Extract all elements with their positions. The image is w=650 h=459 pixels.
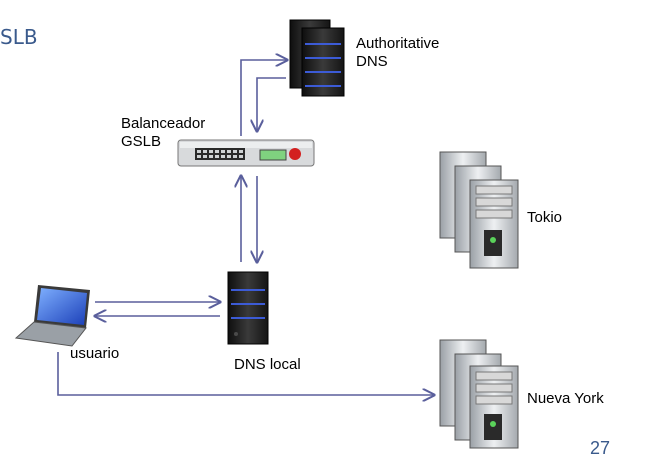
tokio-label: Tokio (527, 209, 563, 226)
gslb-label: Balanceador GSLB (121, 115, 205, 151)
arrow-auth-dns-to-gslb (257, 77, 286, 131)
dns-local-label: DNS local (234, 356, 301, 373)
tokio-server-cluster-icon (439, 151, 519, 269)
arrow-usuario-to-nueva-york (57, 352, 434, 395)
gslb-label-line1: Balanceador (121, 115, 206, 132)
usuario-label: usuario (70, 345, 120, 362)
gslb-balancer-icon (177, 139, 315, 167)
authoritative-dns-server-icon (289, 19, 345, 97)
dns-local-server-icon (227, 271, 269, 345)
arrow-gslb-to-auth-dns (240, 60, 287, 136)
gslb-label-line2: GSLB (121, 133, 162, 150)
nueva-york-server-cluster-icon (439, 339, 519, 449)
authoritative-dns-label-line2: DNS (356, 53, 388, 70)
network-diagram (14, 19, 519, 449)
authoritative-dns-label: Authoritative DNS (356, 35, 439, 71)
nueva-york-label: Nueva York (527, 390, 604, 407)
authoritative-dns-label-line1: Authoritative (356, 35, 440, 52)
slide-title: SLB (0, 25, 38, 49)
laptop-icon (14, 285, 90, 347)
